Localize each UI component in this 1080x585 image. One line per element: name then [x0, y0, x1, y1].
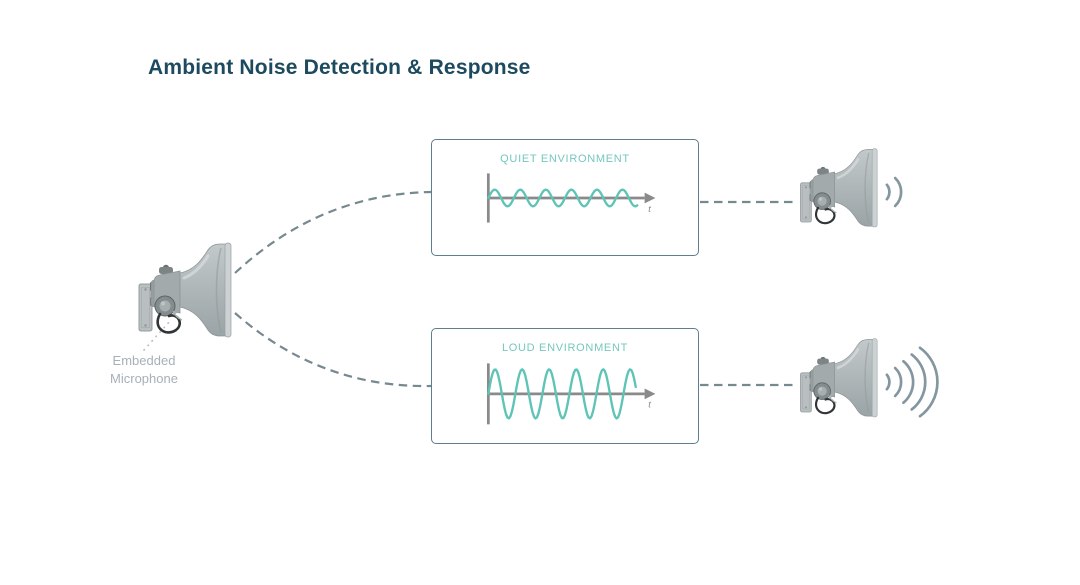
quiet-waveform-plot: t	[486, 173, 656, 223]
page-title: Ambient Noise Detection & Response	[148, 56, 531, 79]
loud-sound-arcs-path	[885, 346, 939, 418]
quiet-axis-arrowhead	[644, 192, 656, 204]
loud-waveform-plot: t	[486, 363, 656, 425]
loud-wave-path	[487, 368, 637, 420]
connector-mic-to-quiet-box	[234, 190, 432, 274]
quiet-response-speaker-icon	[783, 146, 883, 238]
embedded-microphone-label: Embedded Microphone	[110, 353, 178, 387]
quiet-time-label: t	[648, 204, 651, 214]
quiet-wave-path	[487, 188, 639, 208]
horn-speaker-with-microphone-icon	[118, 240, 238, 350]
quiet-sound-arcs-path	[885, 176, 903, 208]
quiet-environment-box: t QUIET ENVIRONMENT	[431, 139, 699, 256]
quiet-sound-waves-icon	[885, 176, 903, 208]
loud-environment-title: LOUD ENVIRONMENT	[501, 342, 629, 354]
loud-environment-box: t LOUD ENVIRONMENT	[431, 328, 699, 444]
connector-mic-to-loud-box	[234, 312, 432, 388]
loud-time-label: t	[648, 400, 651, 410]
loud-response-speaker-icon	[783, 336, 883, 428]
quiet-environment-title: QUIET ENVIRONMENT	[500, 153, 630, 165]
loud-sound-waves-icon	[885, 346, 939, 418]
loud-axis-arrowhead	[644, 388, 656, 400]
